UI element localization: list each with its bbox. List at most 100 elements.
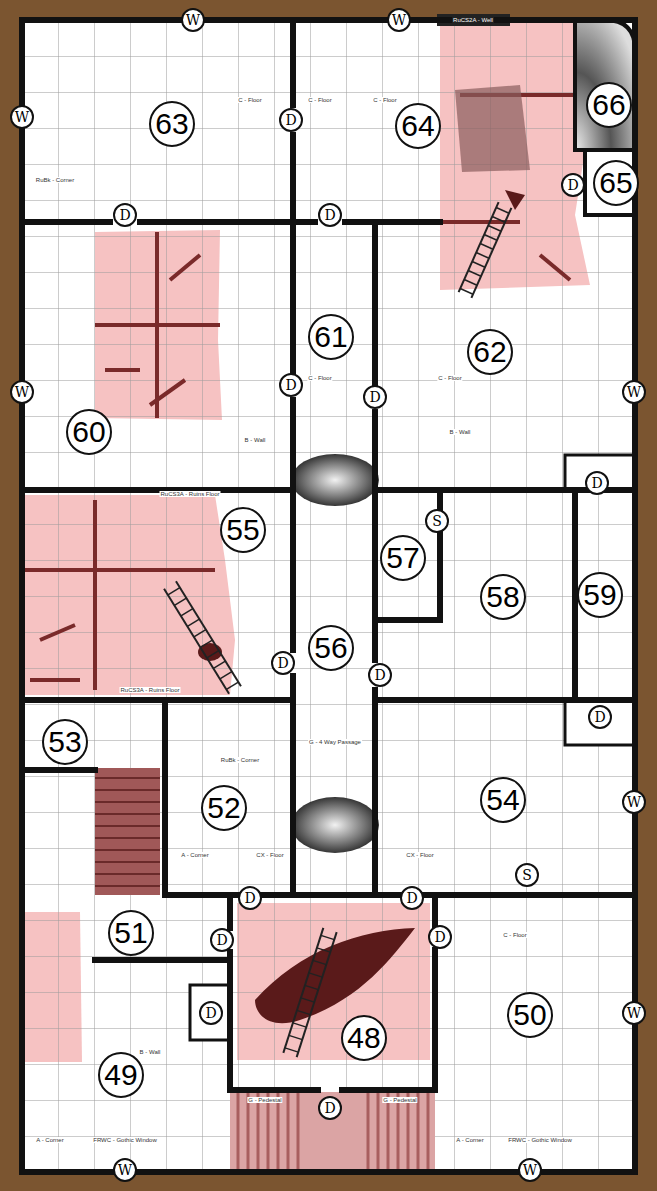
outer-wall bbox=[22, 20, 635, 1172]
pedestal-stripe bbox=[247, 1092, 250, 1172]
callout-number: D bbox=[434, 930, 445, 944]
pedestal-stripe bbox=[397, 1092, 400, 1172]
callout-number: D bbox=[216, 933, 227, 947]
wall bbox=[345, 219, 440, 225]
door-marker: D bbox=[279, 373, 303, 397]
room-number: 58 bbox=[480, 574, 526, 620]
wall bbox=[22, 487, 293, 493]
callout-number: W bbox=[392, 13, 406, 27]
room-number: 64 bbox=[395, 103, 441, 149]
wall bbox=[22, 697, 293, 703]
door-marker: D bbox=[363, 385, 387, 409]
tile-label: G - Pedestal bbox=[382, 1097, 417, 1103]
door-marker: W bbox=[10, 380, 34, 404]
callout-number: 56 bbox=[314, 633, 347, 663]
door-marker: D bbox=[368, 663, 392, 687]
door-marker: W bbox=[518, 1158, 542, 1182]
door-marker: D bbox=[318, 1096, 342, 1120]
ladder-rung bbox=[476, 253, 489, 259]
tile-label: B - Wall bbox=[139, 1049, 162, 1055]
ladder-rung bbox=[200, 640, 212, 647]
ladder-rung bbox=[297, 1010, 310, 1014]
ladder-rung bbox=[464, 280, 477, 286]
callout-number: 49 bbox=[104, 1060, 137, 1090]
ladder-rung bbox=[492, 217, 505, 223]
callout-number: W bbox=[523, 1163, 537, 1177]
pedestal-stripe bbox=[277, 1092, 280, 1172]
callout-number: 53 bbox=[48, 727, 81, 757]
callout-number: D bbox=[285, 113, 296, 127]
ladder-rung bbox=[468, 271, 481, 277]
tile-label: C - Floor bbox=[307, 375, 332, 381]
ladder-rung bbox=[460, 289, 473, 295]
wall bbox=[95, 957, 230, 963]
alcove bbox=[565, 700, 635, 745]
door-marker: D bbox=[588, 705, 612, 729]
wall bbox=[290, 20, 296, 105]
ruined-wall bbox=[170, 255, 200, 280]
room-number: 57 bbox=[380, 535, 426, 581]
door-marker: W bbox=[181, 8, 205, 32]
wall bbox=[230, 1087, 318, 1093]
room-number: 48 bbox=[341, 1015, 387, 1061]
pedestal-stripe bbox=[237, 1092, 240, 1172]
callout-number: 52 bbox=[207, 793, 240, 823]
callout-number: 61 bbox=[314, 322, 347, 352]
ladder-rung bbox=[289, 1035, 302, 1039]
callout-number: 60 bbox=[72, 417, 105, 447]
door-marker: D bbox=[428, 925, 452, 949]
passage bbox=[291, 797, 379, 853]
room-number: 52 bbox=[201, 785, 247, 831]
ruined-wall bbox=[540, 255, 570, 280]
ruined-wall bbox=[22, 568, 215, 572]
ladder-rung bbox=[309, 973, 322, 977]
ladder-rung bbox=[293, 1023, 306, 1027]
stair-step bbox=[95, 849, 160, 851]
door-marker: D bbox=[271, 651, 295, 675]
wall bbox=[290, 425, 296, 650]
callout-number: W bbox=[15, 385, 29, 399]
door-marker: W bbox=[622, 380, 646, 404]
callout-number: W bbox=[627, 385, 641, 399]
passage bbox=[291, 454, 379, 506]
callout-number: W bbox=[15, 110, 29, 124]
tile-label: A - Corner bbox=[180, 852, 209, 858]
door-marker: D bbox=[279, 108, 303, 132]
tile-label: FRWC - Gothic Window bbox=[92, 1137, 158, 1143]
stair-step bbox=[95, 885, 160, 887]
alcove bbox=[190, 985, 230, 1040]
ladder-rung bbox=[313, 960, 326, 964]
room-number: 50 bbox=[507, 992, 553, 1038]
door-marker: W bbox=[10, 105, 34, 129]
callout-number: D bbox=[324, 208, 335, 222]
wall bbox=[342, 1087, 435, 1093]
callout-number: D bbox=[374, 668, 385, 682]
ruined-wall bbox=[105, 368, 140, 372]
room-number: 51 bbox=[108, 910, 154, 956]
wall bbox=[290, 135, 296, 222]
door-marker: D bbox=[199, 1001, 223, 1025]
stairs bbox=[95, 768, 160, 895]
wall bbox=[375, 697, 635, 703]
room-number: 53 bbox=[42, 719, 88, 765]
pit bbox=[505, 190, 525, 210]
tile-label: CX - Floor bbox=[255, 852, 284, 858]
ladder-rung bbox=[472, 262, 485, 268]
pedestal-stripe bbox=[367, 1092, 370, 1172]
door-marker: D bbox=[113, 203, 137, 227]
callout-number: 50 bbox=[513, 1000, 546, 1030]
pit bbox=[198, 643, 222, 661]
pedestal-stripe bbox=[267, 1092, 270, 1172]
ladder-rung bbox=[207, 651, 219, 658]
ladder-rung bbox=[220, 672, 232, 679]
callout-number: 63 bbox=[155, 109, 188, 139]
ladder-rung bbox=[484, 235, 497, 241]
wall bbox=[227, 952, 233, 1090]
tile-label: C - Floor bbox=[437, 375, 462, 381]
door-marker: W bbox=[387, 8, 411, 32]
callout-number: 48 bbox=[347, 1023, 380, 1053]
pedestal-stripe bbox=[427, 1092, 430, 1172]
stair-step bbox=[95, 837, 160, 839]
